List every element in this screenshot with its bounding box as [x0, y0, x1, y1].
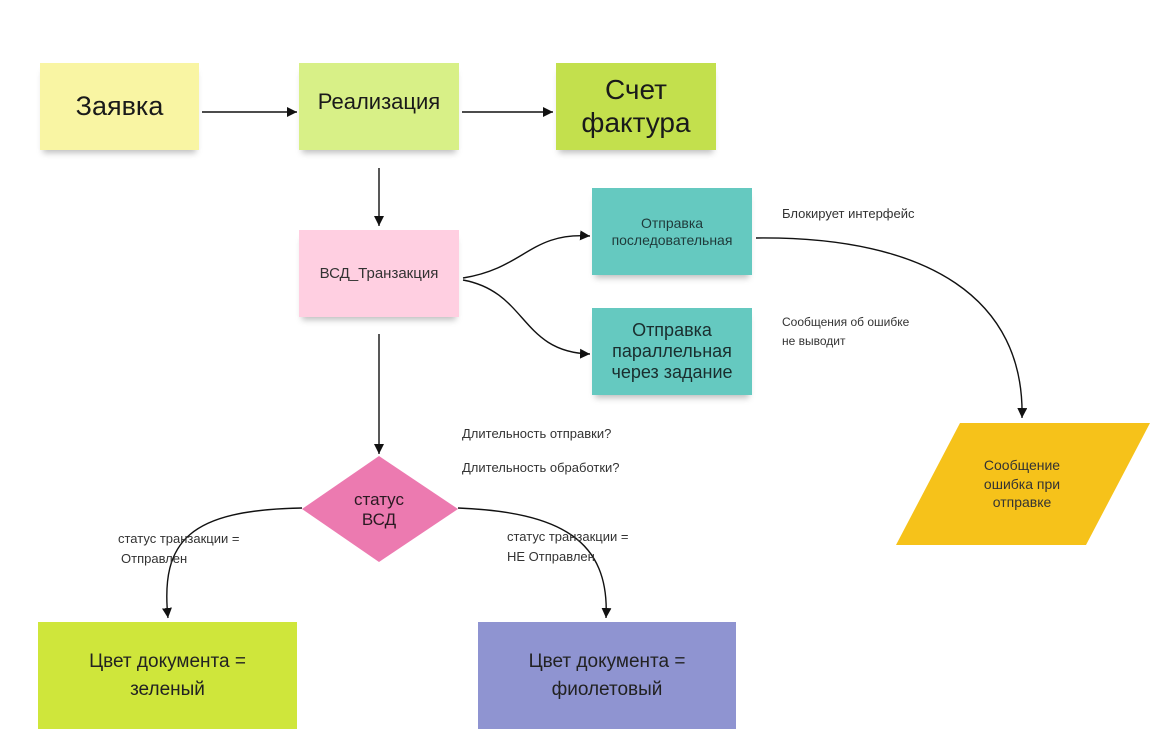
note-vsd-label: ВСД_Транзакция	[319, 264, 439, 282]
annotation-status-otpravlen: статус транзакции = Отправлен	[118, 529, 239, 569]
arrow-status-fioletovy	[457, 507, 612, 619]
note-zayavka[interactable]: Заявка	[40, 63, 199, 150]
arrow-vsd-posled	[462, 230, 591, 279]
note-zayavka-label: Заявка	[75, 90, 164, 121]
error-line1: Сообщение	[983, 456, 1061, 473]
annotation-oshibki: Сообщения об ошибке не выводит	[782, 313, 909, 350]
note-posled-line2: последовательная	[611, 231, 733, 248]
annotation-status-ne-otpravlen: статус транзакции = НЕ Отправлен	[507, 527, 628, 567]
note-zeleny-line1: Цвет документа =	[89, 650, 246, 672]
annotation-dlitelnost-obrabotki: Длительность обработки?	[462, 460, 620, 475]
note-cvet-fioletovy[interactable]: Цвет документа = фиолетовый	[478, 622, 736, 729]
note-fioletovy-line2: фиолетовый	[551, 678, 663, 700]
note-parall-line2: параллельная	[612, 341, 732, 362]
annotation-oshibki-line2: не выводит	[782, 333, 846, 348]
note-posled-line1: Отправка	[640, 215, 704, 232]
annotation-blokiruet: Блокирует интерфейс	[782, 206, 915, 221]
note-cvet-zeleny[interactable]: Цвет документа = зеленый	[38, 622, 297, 729]
error-line2: ошибка при	[983, 475, 1061, 492]
note-schet-line1: Счет	[605, 74, 667, 106]
note-parall-line3: через задание	[611, 361, 733, 382]
note-fioletovy-line1: Цвет документа =	[528, 650, 686, 672]
status-otpravlen-line1: статус транзакции =	[118, 531, 240, 546]
note-vsd-tranzakciya[interactable]: ВСД_Транзакция	[299, 230, 459, 317]
arrow-status-zeleny	[162, 507, 303, 619]
status-otpravlen-line2: Отправлен	[121, 551, 188, 567]
note-parall-line1: Отправка	[632, 320, 712, 341]
status-line1: статус	[354, 489, 404, 509]
note-otpravka-posled[interactable]: Отправка последовательная	[592, 188, 752, 275]
error-parallelogram-text: Сообщение ошибка при отправке	[950, 448, 1094, 520]
note-schet-faktura[interactable]: Счет фактура	[556, 63, 716, 150]
status-ne-otpravlen-line1: статус транзакции =	[507, 529, 629, 544]
status-line2: ВСД	[361, 510, 397, 529]
note-zeleny-line2: зеленый	[130, 678, 205, 700]
error-line3: отправке	[992, 494, 1052, 511]
annotation-dlitelnost-otpravki: Длительность отправки?	[462, 426, 612, 441]
status-ne-otpravlen-line2: НЕ Отправлен	[507, 549, 595, 565]
error-parallelogram[interactable]	[896, 423, 1150, 545]
note-realizaciya-label: Реализация	[317, 89, 441, 114]
note-schet-line2: фактура	[581, 106, 691, 138]
arrow-posled-soobshenie	[755, 237, 1028, 419]
status-diamond[interactable]	[302, 456, 458, 562]
annotation-oshibki-line1: Сообщения об ошибке	[782, 315, 910, 329]
note-realizaciya[interactable]: Реализация	[299, 63, 459, 150]
arrow-vsd-parall	[462, 279, 591, 359]
status-diamond-text: статус ВСД	[322, 478, 436, 542]
note-otpravka-parall[interactable]: Отправка параллельная через задание	[592, 308, 752, 395]
